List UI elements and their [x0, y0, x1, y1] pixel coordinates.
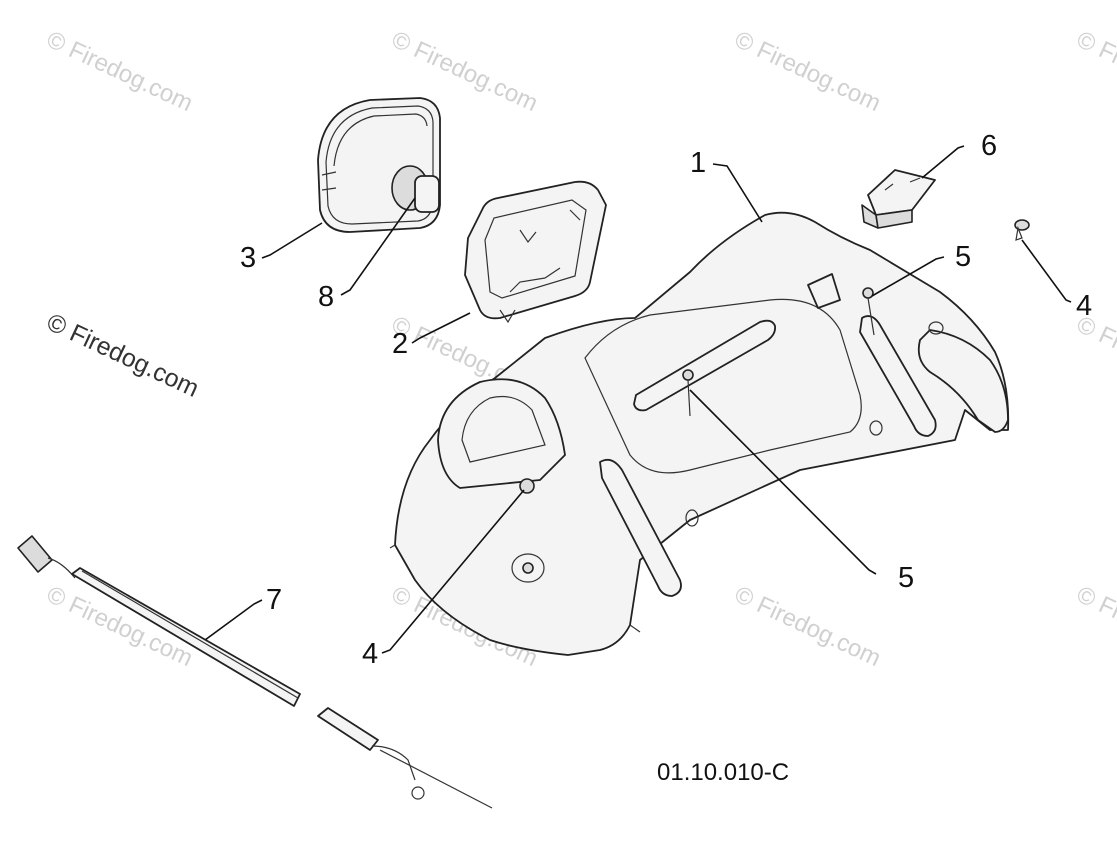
callout-5-upper: 5: [955, 241, 971, 273]
hood-body: [389, 211, 1010, 656]
watermark: © Firedog.com: [1072, 581, 1117, 672]
callout-4-right: 4: [1076, 290, 1092, 322]
watermark: © Firedog.com: [42, 26, 196, 117]
watermark-dark: © Firedog.com: [42, 308, 203, 403]
headlight-housing: [317, 97, 441, 233]
watermark: © Firedog.com: [1072, 26, 1117, 117]
screw-right: [1014, 219, 1030, 241]
cable-harness: [17, 535, 493, 809]
callout-7: 7: [266, 584, 282, 616]
callout-8: 8: [318, 281, 334, 313]
leader-lines: [204, 145, 1072, 654]
pin-upper: [862, 287, 875, 336]
callout-2: 2: [392, 328, 408, 360]
switch: [861, 169, 936, 229]
watermark: © Firedog.com: [1072, 311, 1117, 402]
callout-5-lower: 5: [898, 562, 914, 594]
pin-center: [682, 369, 694, 417]
callout-3: 3: [240, 242, 256, 274]
watermark: © Firedog.com: [730, 26, 884, 117]
lens-frame: [464, 180, 607, 324]
callout-labels: 1 2 3 8 6 4 5 5 4 7: [240, 130, 1092, 670]
figure-code: 01.10.010-C: [657, 759, 789, 786]
callout-4-left: 4: [362, 638, 378, 670]
watermark: © Firedog.com: [730, 581, 884, 672]
callout-1: 1: [690, 147, 706, 179]
callout-6: 6: [981, 130, 997, 162]
